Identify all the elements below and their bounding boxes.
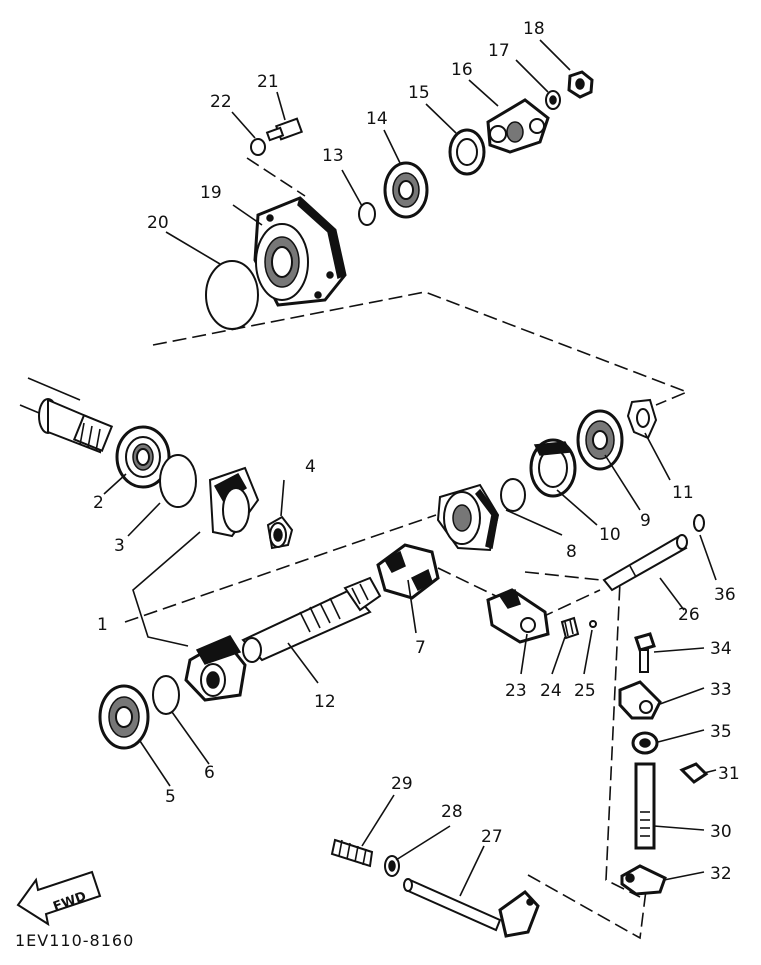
washer-17 [545, 90, 561, 110]
callout-5: 5 [165, 787, 176, 807]
callout-4: 4 [305, 457, 316, 477]
shim-8 [500, 478, 526, 512]
clutch-dog-7 [376, 543, 440, 600]
callout-8: 8 [566, 542, 577, 562]
spring-29 [330, 838, 374, 868]
assembly-line-21 [246, 157, 306, 197]
seal-15 [448, 128, 486, 176]
callout-33: 33 [710, 680, 732, 700]
assembly-line-23-26 [539, 589, 601, 619]
callout-7: 7 [415, 638, 426, 658]
callout-22: 22 [210, 92, 232, 112]
nut-18 [567, 70, 594, 99]
callout-26: 26 [678, 605, 700, 625]
oring-36 [693, 514, 705, 532]
nut-35 [631, 731, 659, 755]
callout-35: 35 [710, 722, 732, 742]
clip-31 [679, 762, 709, 784]
callout-20: 20 [147, 213, 169, 233]
callout-15: 15 [408, 83, 430, 103]
bolt-21 [265, 117, 304, 142]
callout-12: 12 [314, 692, 336, 712]
shim-6 [152, 675, 180, 715]
spring-24 [560, 616, 580, 640]
callout-25: 25 [574, 681, 596, 701]
assembly-line-shift [524, 571, 641, 898]
callout-3: 3 [114, 536, 125, 556]
callout-labels: 1 2 3 4 5 6 7 8 9 10 11 12 13 14 15 16 1… [93, 19, 740, 884]
callout-19: 19 [200, 183, 222, 203]
bearing-9 [576, 409, 624, 471]
sleeve-4 [266, 515, 294, 550]
callout-31: 31 [718, 764, 740, 784]
callout-21: 21 [257, 72, 279, 92]
bearing-14 [383, 161, 429, 219]
assembly-line-1 [124, 514, 437, 623]
shaft-30 [634, 762, 656, 850]
callout-6: 6 [204, 763, 215, 783]
callout-1: 1 [97, 615, 108, 635]
shift-shaft-27 [403, 878, 540, 938]
callout-29: 29 [391, 774, 413, 794]
shift-fork-23 [486, 588, 550, 644]
callout-18: 18 [523, 19, 545, 39]
callout-17: 17 [488, 41, 510, 61]
washer-28 [384, 855, 400, 877]
yoke-16 [486, 98, 550, 154]
callout-24: 24 [540, 681, 562, 701]
callout-27: 27 [481, 827, 503, 847]
assembly-line-7-23 [437, 567, 501, 599]
drive-gear-1 [184, 635, 247, 702]
callout-36: 36 [714, 585, 736, 605]
bolt-34 [634, 632, 656, 673]
callout-32: 32 [710, 864, 732, 884]
callout-34: 34 [710, 639, 732, 659]
diagram-code: 1EV110-8160 [15, 931, 134, 950]
callout-30: 30 [710, 822, 732, 842]
output-shaft-end [19, 377, 114, 454]
part-1-bracket [132, 531, 201, 647]
shim-3 [159, 454, 197, 508]
assembly-line-27 [527, 874, 647, 940]
housing-19 [253, 196, 347, 307]
callout-28: 28 [441, 802, 463, 822]
callout-2: 2 [93, 493, 104, 513]
bearing-2 [115, 425, 171, 489]
lever-32 [620, 864, 667, 896]
ring-gear-8-group [436, 483, 500, 552]
callout-14: 14 [366, 109, 388, 129]
leader-lines [103, 39, 717, 897]
main-shaft-12 [241, 576, 382, 663]
circlip-13 [358, 202, 376, 226]
clip-11 [626, 398, 658, 440]
washer-22 [250, 138, 266, 156]
cover-10 [529, 438, 577, 498]
callout-11: 11 [672, 483, 694, 503]
lever-33 [618, 680, 662, 720]
oring-20 [205, 260, 259, 330]
bearing-5 [98, 684, 150, 750]
pinion-gear-1 [208, 466, 260, 538]
callout-9: 9 [640, 511, 651, 531]
ball-25 [589, 620, 597, 628]
shift-rod-26 [602, 534, 688, 592]
fwd-arrow-icon: FWD [16, 870, 102, 927]
callout-16: 16 [451, 60, 473, 80]
callout-10: 10 [599, 525, 621, 545]
callout-13: 13 [322, 146, 344, 166]
callout-23: 23 [505, 681, 527, 701]
